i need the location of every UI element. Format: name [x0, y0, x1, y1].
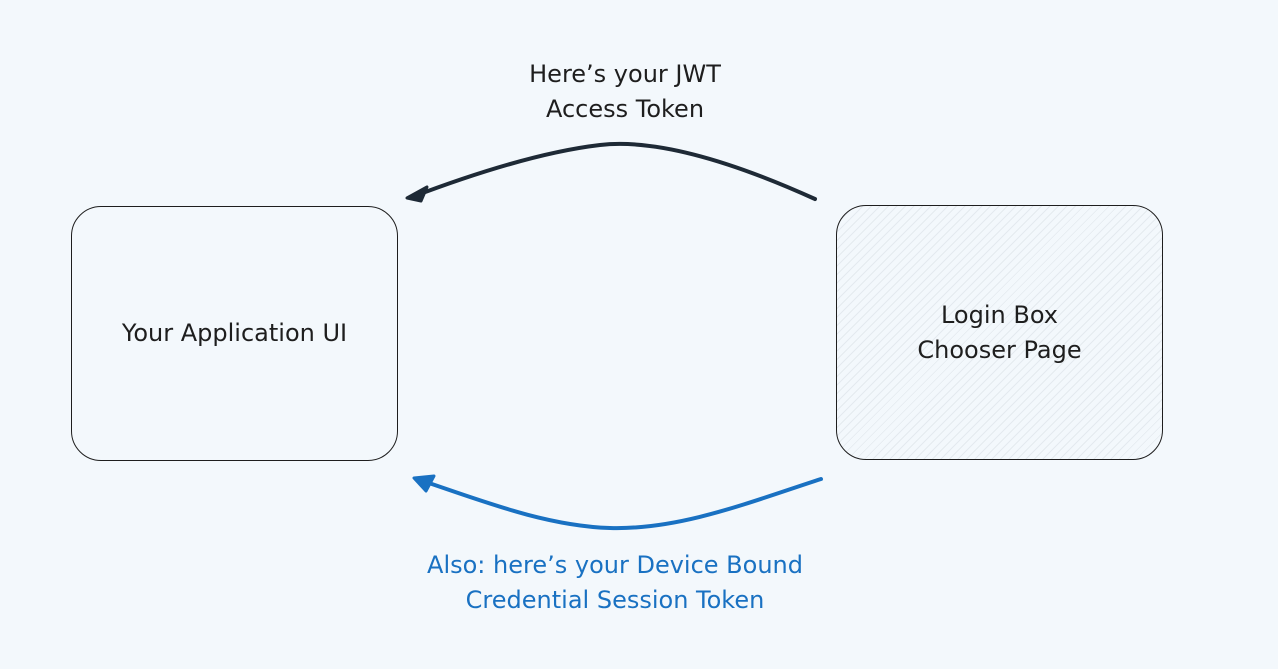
- login-box-chooser-node[interactable]: Login Box Chooser Page: [836, 205, 1163, 460]
- jwt-edge-label: Here’s your JWT Access Token: [529, 60, 721, 123]
- jwt-arrowhead-icon: [405, 185, 429, 203]
- application-ui-label: Your Application UI: [121, 319, 348, 347]
- session-token-edge-label: Also: here’s your Device Bound Credentia…: [427, 551, 803, 614]
- application-ui-node[interactable]: Your Application UI: [71, 206, 398, 461]
- session-arrowhead-icon: [412, 474, 436, 493]
- session-arrow-line: [418, 477, 823, 531]
- jwt-arrow-line: [410, 141, 817, 201]
- login-box-chooser-label: Login Box Chooser Page: [917, 300, 1082, 364]
